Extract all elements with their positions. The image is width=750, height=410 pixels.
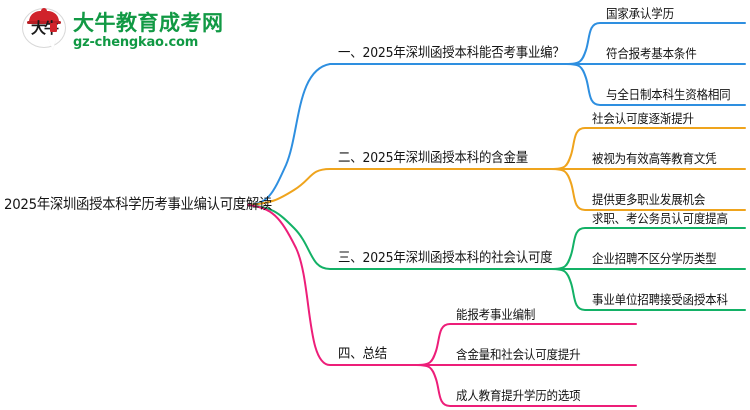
mindmap-leaf-node-4-3[interactable]: 成人教育提升学历的选项 bbox=[456, 388, 581, 403]
logo-bubble-tail-shape bbox=[48, 39, 56, 50]
mindmap-leaf-node-2-1[interactable]: 社会认可度逐渐提升 bbox=[592, 111, 694, 126]
logo-cap-band-shape bbox=[27, 21, 61, 24]
connector-branch-4-leaf-3 bbox=[415, 364, 637, 407]
mindmap-branch-node-3[interactable]: 三、2025年深圳函授本科的社会认可度 bbox=[338, 250, 553, 266]
connector-root-branch-3 bbox=[247, 204, 552, 270]
mindmap-leaf-node-2-2[interactable]: 被视为有效高等教育文凭 bbox=[592, 151, 717, 166]
logo-cap-knob-shape bbox=[41, 8, 47, 14]
logo-subtitle-url: gz-chengkao.com bbox=[73, 34, 199, 50]
mindmap-leaf-node-2-3[interactable]: 提供更多职业发展机会 bbox=[592, 192, 706, 207]
mindmap-root-node[interactable]: 2025年深圳函授本科学历考事业编认可度解读 bbox=[4, 197, 273, 213]
mindmap-leaf-node-4-1[interactable]: 能报考事业编制 bbox=[456, 307, 536, 322]
connector-branch-1-leaf-3 bbox=[565, 63, 746, 106]
mindmap-leaf-node-1-2[interactable]: 符合报考基本条件 bbox=[606, 46, 697, 61]
logo-badge-icon: 大牛 bbox=[22, 8, 66, 52]
logo-title: 大牛教育成考网 bbox=[73, 10, 224, 35]
connector-branch-3-leaf-3 bbox=[550, 268, 746, 311]
mindmap-leaf-node-4-2[interactable]: 含金量和社会认可度提升 bbox=[456, 347, 581, 362]
connector-root-branch-1 bbox=[247, 63, 567, 206]
site-logo: 大牛 大牛教育成考网 gz-chengkao.com bbox=[22, 8, 224, 52]
mindmap-leaf-node-3-3[interactable]: 事业单位招聘接受函授本科 bbox=[592, 292, 728, 307]
mindmap-branch-node-2[interactable]: 二、2025年深圳函授本科的含金量 bbox=[338, 150, 528, 166]
connector-branch-2-leaf-3 bbox=[550, 168, 746, 211]
logo-text-block: 大牛教育成考网 gz-chengkao.com bbox=[73, 11, 224, 50]
logo-red-dot-shape bbox=[50, 23, 57, 32]
mindmap-branch-node-4[interactable]: 四、总结 bbox=[338, 346, 387, 362]
mindmap-leaf-node-3-2[interactable]: 企业招聘不区分学历类型 bbox=[592, 251, 717, 266]
connector-root-branch-4 bbox=[247, 204, 417, 366]
mindmap-leaf-node-3-1[interactable]: 求职、考公务员认可度提高 bbox=[592, 211, 728, 226]
logo-cap-shape bbox=[29, 11, 59, 24]
mindmap-branch-node-1[interactable]: 一、2025年深圳函授本科能否考事业编？ bbox=[338, 45, 565, 61]
mindmap-leaf-node-1-1[interactable]: 国家承认学历 bbox=[606, 6, 674, 21]
connector-root-branch-2 bbox=[247, 168, 552, 206]
mindmap-leaf-node-1-3[interactable]: 与全日制本科生资格相同 bbox=[606, 87, 731, 102]
